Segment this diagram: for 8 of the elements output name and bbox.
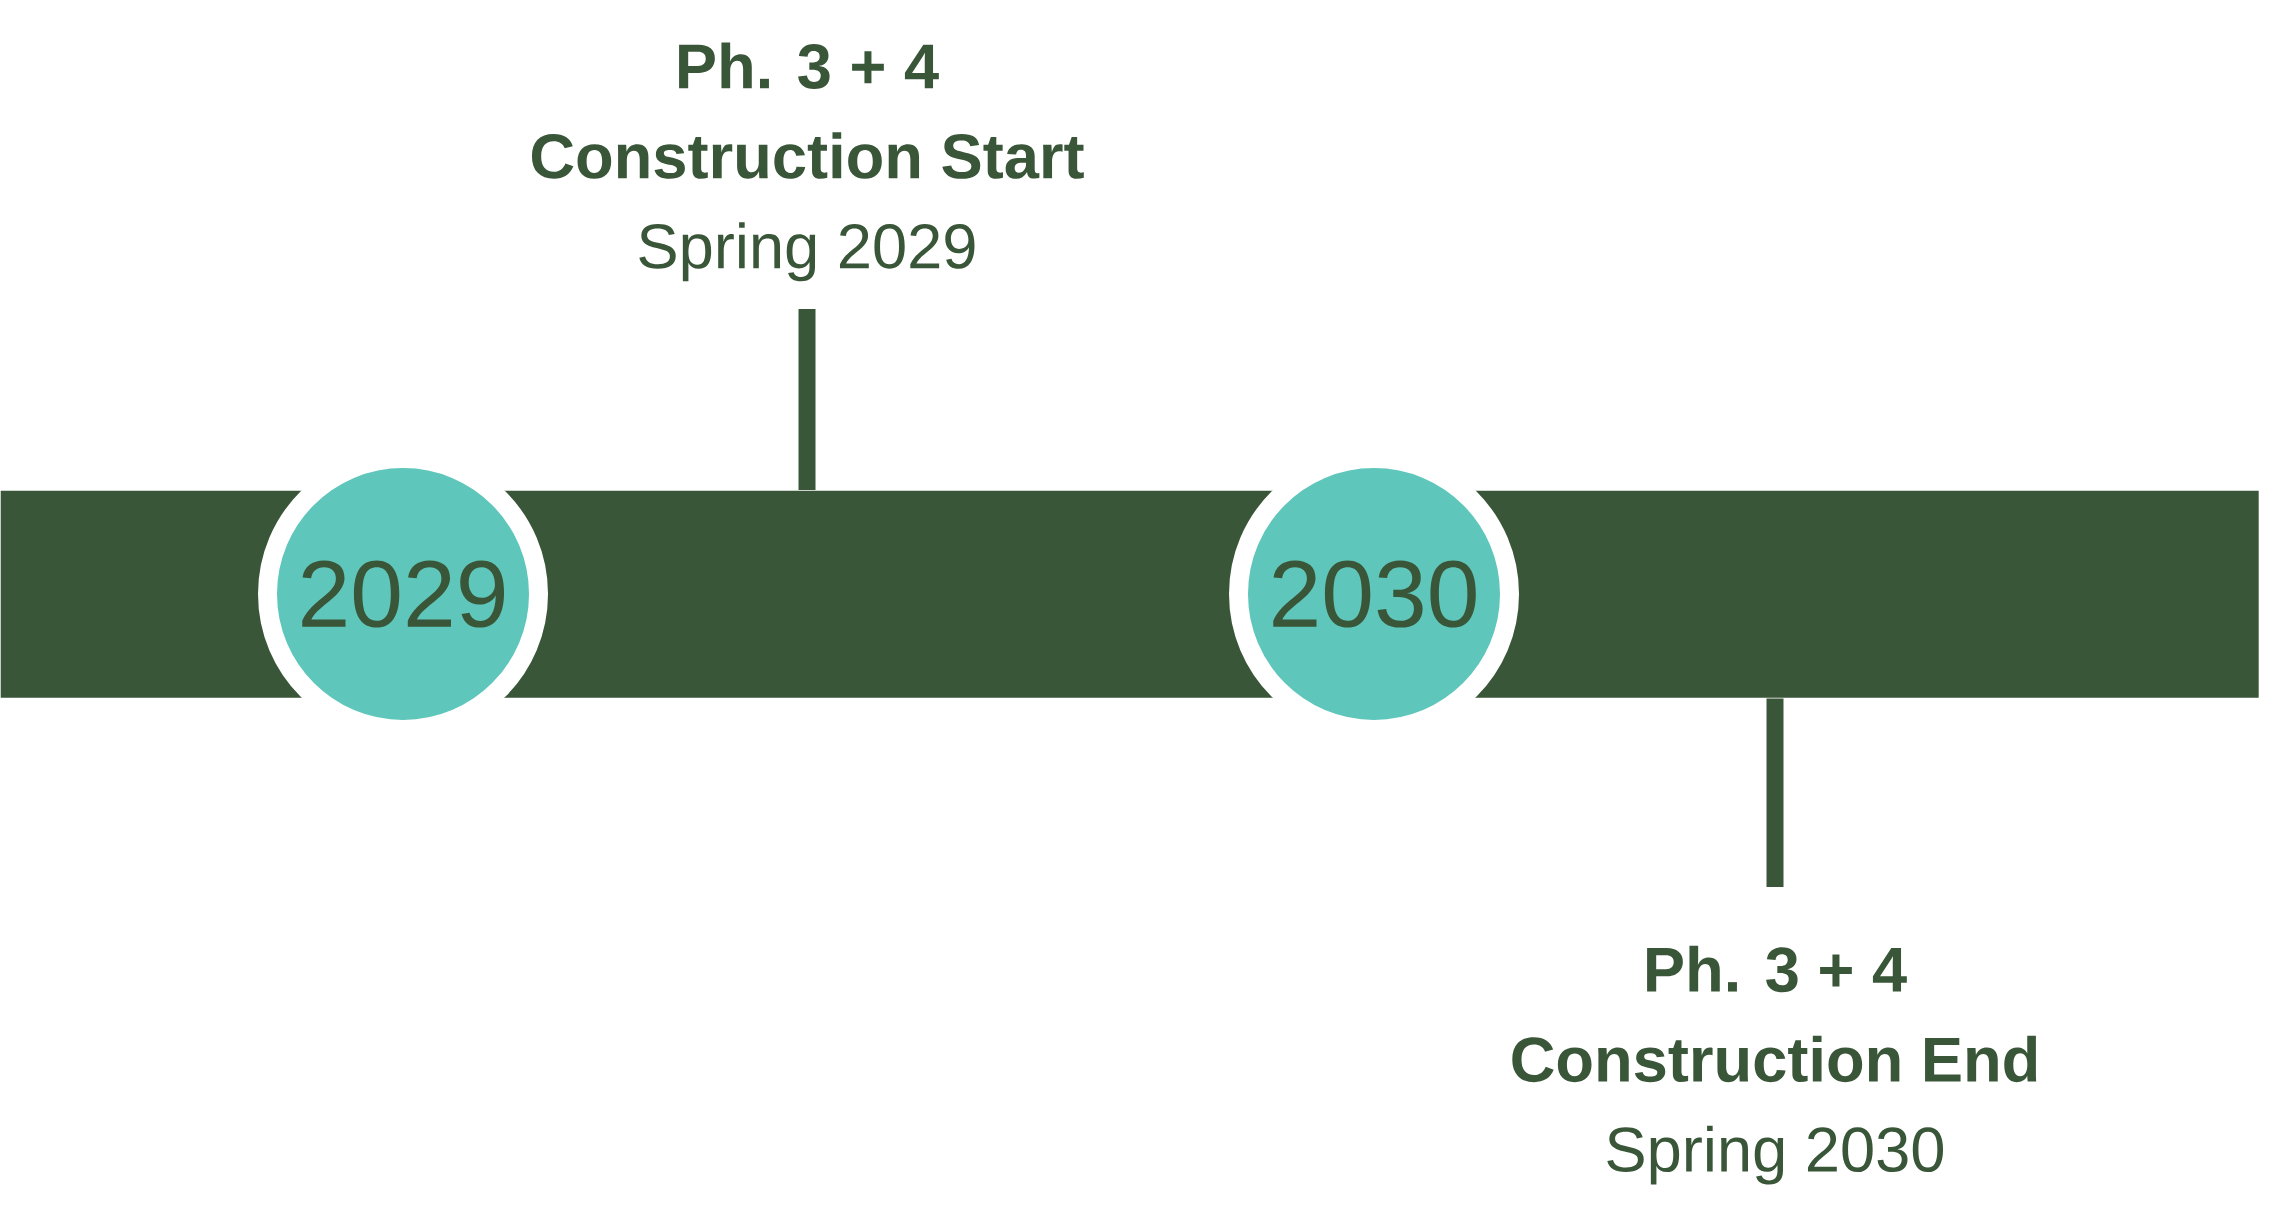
milestone-date: Spring 2029 xyxy=(639,222,975,282)
leader-line xyxy=(1766,698,1784,887)
milestone-phase: Ph. 3 + 4 xyxy=(679,42,939,89)
leader-line xyxy=(798,309,816,490)
milestone-date: Spring 2030 xyxy=(1607,1125,1944,1185)
milestone-phase: Ph. 3 + 4 xyxy=(1647,945,1907,993)
milestone-title: Construction Start xyxy=(531,132,1084,179)
milestone-title: Construction End xyxy=(1512,1035,2037,1083)
